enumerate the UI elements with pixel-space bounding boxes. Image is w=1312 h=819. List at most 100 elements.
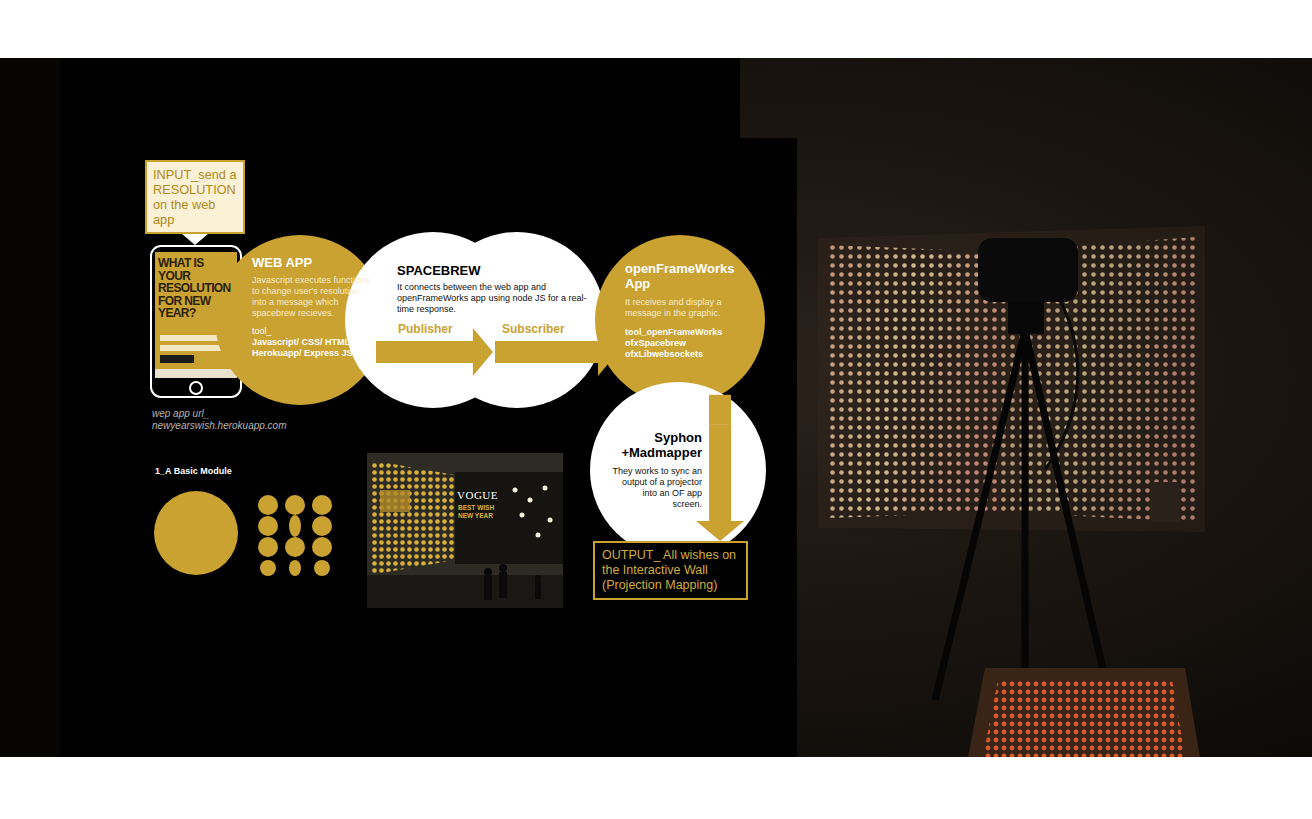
module-dot: [260, 560, 276, 576]
module-dot: [258, 495, 278, 515]
node-heading: openFrameWorks App: [625, 261, 743, 291]
input-note: INPUT_send a RESOLUTION on the web app: [153, 167, 237, 227]
wall-glow: [818, 226, 1205, 532]
basic-module-circle: [154, 491, 238, 575]
render-poster: [380, 490, 410, 512]
cup: [1150, 482, 1180, 522]
node-heading: Syphon +Madmapper: [612, 430, 702, 460]
left-strip: [0, 58, 60, 757]
node-body: It connects between the web app and open…: [397, 282, 592, 315]
module-dot: [312, 516, 332, 536]
photo-room: [0, 58, 1312, 757]
syphon-circle: Syphon +MadmapperThey works to sync an o…: [590, 382, 766, 558]
laptop: [968, 668, 1200, 757]
wall-left-panel: [828, 245, 1000, 518]
phone-body: [151, 246, 241, 397]
wall-right-panel: [1000, 237, 1195, 522]
person: [484, 576, 492, 600]
render-people: [484, 564, 541, 600]
arrow-label: Subscriber: [502, 322, 565, 336]
render-logo: VOGUE: [457, 489, 517, 502]
light-dot: [548, 518, 553, 523]
module-dot: [285, 537, 305, 557]
projector: [978, 238, 1078, 302]
spacebrew-circles: SPACEBREW It connects between the web app…: [345, 233, 605, 408]
browser-bar: [155, 369, 237, 378]
light-dot: [528, 498, 533, 503]
circle-fill: [590, 382, 766, 558]
circle-fill: [595, 235, 765, 405]
render-ground: [367, 453, 563, 608]
home-button: [190, 382, 202, 394]
bottom-bar: [0, 757, 1312, 819]
tool-label: tool_: [252, 326, 370, 337]
text-column: WEB APP Javascript executes functions to …: [252, 255, 370, 359]
tripod-leg: [1025, 330, 1110, 700]
input-field: [160, 345, 232, 351]
flow-arrow: [709, 395, 731, 425]
tripod-leg: [935, 330, 1025, 700]
node-body: Javascript executes functions to change …: [252, 275, 370, 319]
flow-arrow: [696, 425, 744, 541]
text-column: openFrameWorks App It receives and displa…: [625, 261, 743, 360]
input-field: [160, 335, 232, 341]
text-column: WHAT IS YOUR RESOLUTION FOR NEW YEAR?: [158, 257, 236, 320]
node-body: It receives and display a message in the…: [625, 297, 743, 319]
light-dot: [513, 488, 518, 493]
submit-button: [160, 355, 194, 363]
tool-list: tool_openFrameWorks ofxSpacebrew ofxLibw…: [625, 327, 743, 360]
person: [535, 581, 541, 599]
module-dot: [289, 560, 301, 576]
render-caption: BEST WISH NEW YEAR: [458, 504, 502, 520]
module-dot: [312, 537, 332, 557]
person: [535, 575, 541, 581]
url-note: wep app url_ newyearswish.herokuapp.com: [152, 408, 302, 432]
render-floor: [367, 575, 563, 608]
circle-fill: [429, 232, 605, 408]
node-body: They works to sync an output of a projec…: [612, 466, 702, 510]
circle-fill: [345, 232, 521, 408]
module-dot: [258, 537, 278, 557]
tripod-head: [1008, 296, 1044, 334]
person: [499, 564, 507, 572]
laptop-screen: [983, 680, 1185, 757]
circle-shape: [345, 233, 605, 408]
projector-tripod: [935, 238, 1110, 757]
render-wall-left: [370, 460, 455, 575]
tripod-leg: [1022, 330, 1029, 757]
cable: [1045, 300, 1078, 470]
input-box: INPUT_send a RESOLUTION on the web app: [145, 160, 245, 234]
output-note: OUTPUT_ All wishes on the Interactive Wa…: [602, 548, 739, 593]
person: [484, 568, 492, 576]
module-pattern: [258, 495, 332, 576]
node-heading: SPACEBREW: [397, 263, 592, 278]
person: [499, 572, 507, 598]
projected-dots: [828, 237, 1195, 522]
black-panel: [60, 58, 797, 757]
text-column: SPACEBREW It connects between the web app…: [397, 263, 592, 315]
module-dot: [258, 516, 278, 536]
circle-shape: [595, 235, 765, 405]
module-dot: [289, 515, 301, 537]
light-dot: [543, 486, 548, 491]
openframeworks-circle: openFrameWorks App It receives and displa…: [595, 235, 765, 405]
web-app-circle: WEB APP Javascript executes functions to …: [215, 235, 385, 405]
text-column: Syphon +MadmapperThey works to sync an o…: [612, 430, 702, 510]
module-dot: [312, 495, 332, 515]
render-lights: [513, 486, 553, 538]
output-box: OUTPUT_ All wishes on the Interactive Wa…: [593, 541, 748, 600]
node-heading: WEB APP: [252, 255, 370, 270]
circle-fill: [215, 235, 385, 405]
section-label: 1_A Basic Module: [155, 466, 275, 477]
phone-mockup: WHAT IS YOUR RESOLUTION FOR NEW YEAR?: [150, 245, 242, 398]
gallery-render: [367, 453, 563, 608]
light-dot: [536, 533, 541, 538]
module-dot: [285, 495, 305, 515]
tool-list: Javascript/ CSS/ HTML Herokuapp/ Express…: [252, 337, 370, 359]
light-dot: [520, 513, 525, 518]
screen-heading: WHAT IS YOUR RESOLUTION FOR NEW YEAR?: [158, 257, 236, 320]
phone-screen: [155, 252, 237, 378]
render-wall-back: [455, 472, 563, 564]
